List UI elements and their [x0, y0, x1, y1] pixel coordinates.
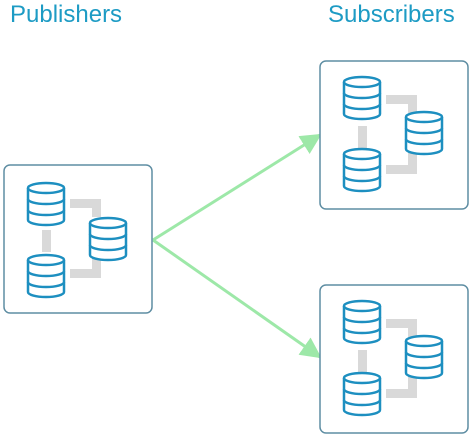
connectors — [358, 319, 417, 398]
database-icon — [88, 216, 128, 262]
connectors — [42, 199, 101, 278]
publisher-node — [3, 164, 153, 314]
arrow-to-subscriber-top — [152, 133, 322, 242]
database-icon — [342, 75, 382, 121]
subscriber-node-frame — [319, 60, 469, 210]
database-icon — [404, 334, 444, 380]
database-icon — [342, 299, 382, 345]
publishers-heading: Publishers — [10, 1, 123, 28]
database-icon — [342, 371, 382, 417]
connectors — [358, 95, 417, 174]
arrow-to-subscriber-bottom — [152, 238, 322, 359]
subscriber-node-top — [319, 60, 469, 210]
publisher-node-frame — [3, 164, 153, 314]
database-icon — [26, 181, 66, 227]
database-icon — [342, 147, 382, 193]
subscriber-node-bottom — [319, 284, 469, 434]
database-icon — [404, 110, 444, 156]
database-icon — [26, 253, 66, 299]
subscribers-heading: Subscribers — [328, 1, 455, 28]
subscriber-node-frame — [319, 284, 469, 434]
